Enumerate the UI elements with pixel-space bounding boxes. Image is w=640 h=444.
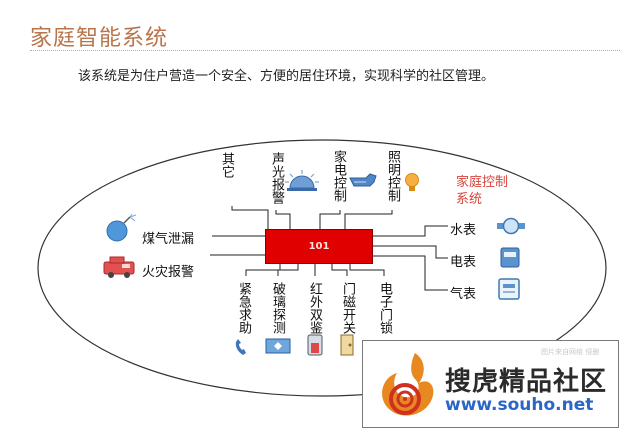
connector-gas-meter: [371, 255, 448, 291]
label-water-meter: 水表: [450, 223, 477, 238]
label-other: 其它: [219, 152, 234, 178]
watermark-box: 图片来自网络 侵删 搜虎精品社区 www.souho.net: [362, 340, 619, 428]
connector-glass: [277, 262, 299, 276]
watermark-url: www.souho.net: [445, 395, 594, 415]
pointing-hand-icon: [349, 173, 377, 187]
label-fire-alarm: 火灾报警: [142, 265, 195, 280]
connector-emergency: [245, 262, 281, 276]
door-sensor-icon: [340, 334, 354, 356]
system-ellipse: [37, 139, 607, 397]
alarm-light-icon: [285, 170, 319, 191]
subtitle: 该系统是为住户营造一个安全、方便的居住环境，实现科学的社区管理。: [78, 69, 495, 84]
phone-icon: [235, 339, 246, 355]
connector-lighting: [344, 210, 393, 229]
label-gas-leak: 煤气泄漏: [142, 232, 195, 247]
label-door-switch: 门磁开关: [340, 282, 355, 334]
water-meter-icon: [497, 217, 525, 235]
label-electric-meter: 电表: [450, 255, 477, 270]
watermark-brand: 搜虎精品社区: [445, 367, 608, 397]
control-host-box: 101: [265, 229, 373, 264]
gas-meter-icon: [498, 278, 520, 300]
light-bulb-icon: [405, 173, 419, 191]
label-gas-meter: 气表: [450, 287, 477, 302]
fire-truck-icon: [103, 256, 135, 278]
connector-electric: [371, 245, 448, 259]
infrared-sensor-icon: [307, 334, 323, 356]
label-appliance-control: 家电控制: [331, 150, 346, 202]
label-sound-light-alarm: 声光报警: [269, 152, 284, 204]
label-electronic-lock: 电子门锁: [377, 282, 392, 334]
connector-other: [231, 206, 269, 229]
label-glass-break: 破璃探测: [270, 282, 285, 334]
label-emergency-help: 紧急求助: [236, 282, 251, 334]
watermark-small-text: 图片来自网络 侵删: [541, 348, 600, 356]
title-divider: [30, 50, 620, 51]
electric-meter-icon: [500, 247, 520, 268]
connector-lock: [349, 262, 385, 276]
home-control-label: 家庭控制系统: [456, 175, 509, 207]
connector-door: [331, 262, 348, 276]
connector-appliance: [319, 210, 341, 229]
label-lighting-control: 照明控制: [385, 150, 400, 202]
glass-sensor-icon: [265, 338, 291, 354]
page-title: 家庭智能系统: [30, 26, 169, 51]
connector-water: [371, 225, 448, 237]
gas-leak-icon: [106, 214, 137, 242]
swirl-logo-icon: [382, 353, 434, 416]
connector-sound-light: [275, 210, 291, 229]
label-infrared-dual: 红外双鉴: [307, 282, 322, 334]
control-host-label: 101: [308, 241, 330, 252]
